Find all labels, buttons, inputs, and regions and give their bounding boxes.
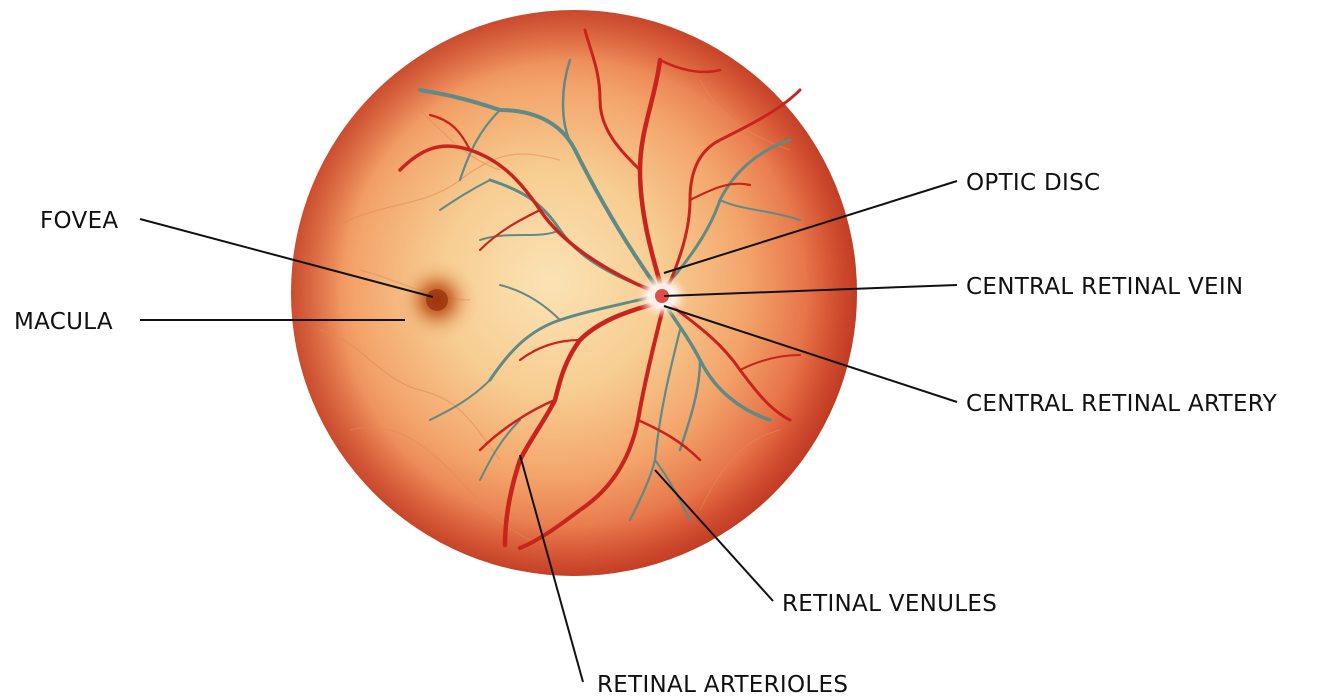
fundus-rim-shade — [291, 10, 857, 576]
label-macula: MACULA — [14, 309, 113, 335]
fovea-spot — [426, 289, 448, 311]
macula-region — [395, 258, 479, 342]
label-optic-disc: OPTIC DISC — [966, 170, 1100, 196]
label-retinal-arterioles: RETINAL ARTERIOLES — [597, 672, 848, 698]
label-central-retinal-vein: CENTRAL RETINAL VEIN — [966, 274, 1243, 300]
label-retinal-venules: RETINAL VENULES — [782, 591, 997, 617]
label-central-retinal-artery: CENTRAL RETINAL ARTERY — [966, 391, 1278, 417]
label-fovea: FOVEA — [40, 208, 118, 234]
fundus — [291, 10, 857, 576]
